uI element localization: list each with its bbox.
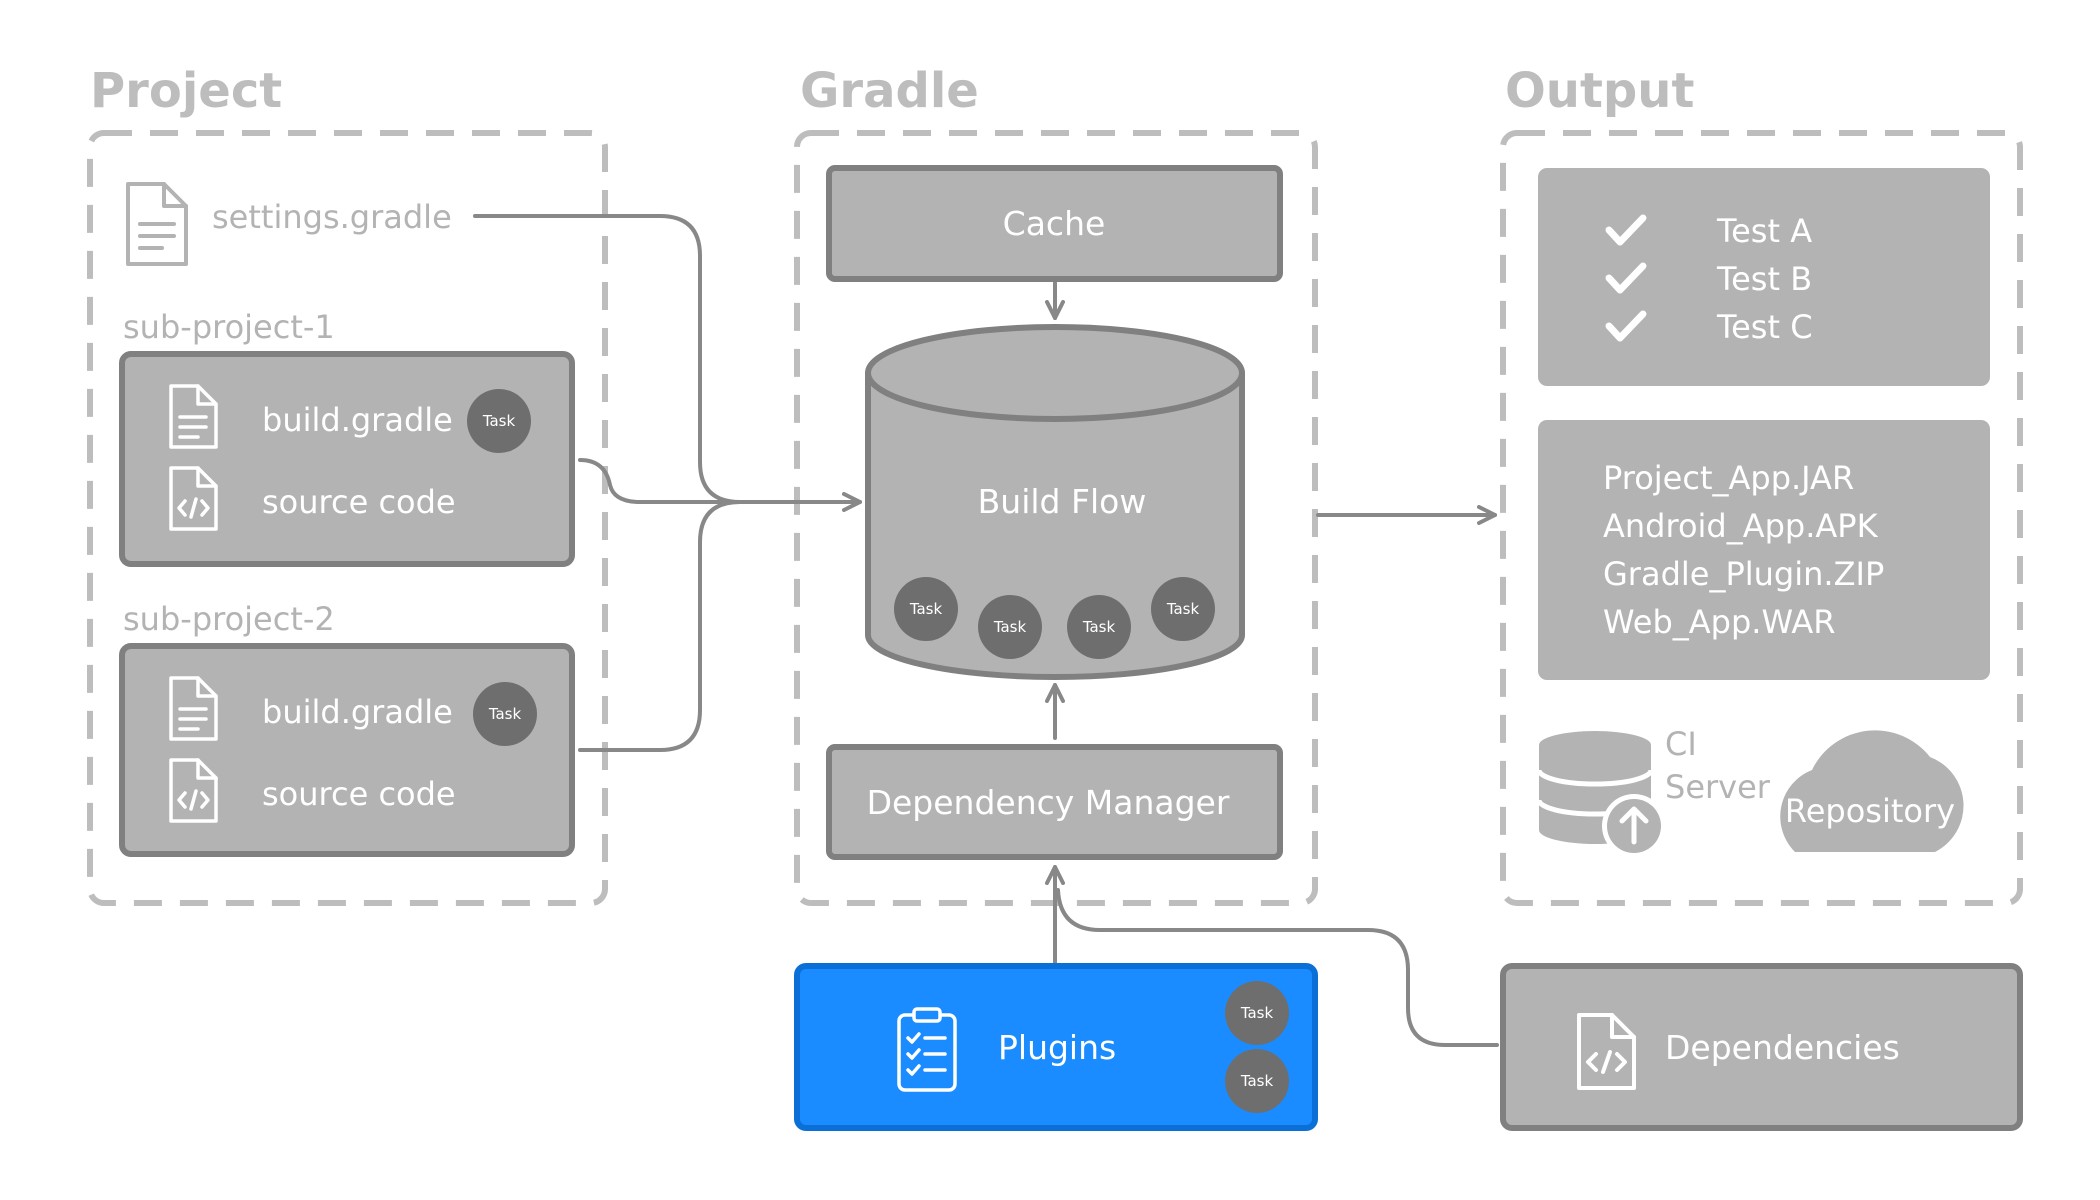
ci-server-label: CI xyxy=(1665,725,1697,763)
ci-server-label: Server xyxy=(1665,768,1771,806)
check-icon xyxy=(1605,310,1647,342)
tests-box xyxy=(1538,168,1990,386)
document-icon xyxy=(169,676,218,741)
check-icon xyxy=(1605,214,1647,246)
repository-label: Repository xyxy=(1785,792,1955,830)
sub-project-2-build-file: build.gradle xyxy=(262,693,453,731)
artifact-item: Web_App.WAR xyxy=(1603,603,1835,641)
code-file-icon xyxy=(169,466,218,531)
task-label: Task xyxy=(993,618,1027,636)
task-label: Task xyxy=(1240,1072,1274,1090)
test-item: Test B xyxy=(1716,260,1812,298)
cache-box xyxy=(826,165,1283,282)
column-title-gradle: Gradle xyxy=(800,63,979,119)
sub-project-2-box xyxy=(119,643,575,857)
project-group xyxy=(87,130,608,906)
document-icon xyxy=(126,182,188,266)
task-circle xyxy=(467,389,531,453)
dependency-manager-label: Dependency Manager xyxy=(867,783,1230,822)
column-title-project: Project xyxy=(90,63,282,119)
sub-project-1-box xyxy=(119,351,575,567)
check-icon xyxy=(1605,262,1647,294)
sub-project-1-build-file: build.gradle xyxy=(262,401,453,439)
sub-project-1-label: sub-project-1 xyxy=(123,308,335,346)
column-title-output: Output xyxy=(1505,63,1694,119)
task-circle xyxy=(1067,595,1131,659)
task-label: Task xyxy=(482,412,516,430)
task-circle xyxy=(978,595,1042,659)
task-label: Task xyxy=(1240,1004,1274,1022)
checklist-icon xyxy=(897,1007,957,1092)
task-circle xyxy=(1225,981,1289,1045)
dependencies-label: Dependencies xyxy=(1665,1028,1900,1067)
task-circle xyxy=(473,682,537,746)
code-file-icon xyxy=(1577,1013,1636,1090)
task-circle xyxy=(894,577,958,641)
task-label: Task xyxy=(1166,600,1200,618)
dependency-manager-box xyxy=(826,744,1283,860)
cloud-icon xyxy=(1780,730,1964,852)
document-icon xyxy=(169,384,218,449)
connector-dependencies xyxy=(1056,888,1499,1047)
database-upload-icon xyxy=(1536,731,1666,858)
connectors xyxy=(473,214,1499,1047)
task-circle xyxy=(1225,1049,1289,1113)
artifacts-box xyxy=(1538,420,1990,680)
test-item: Test A xyxy=(1716,212,1812,250)
sub-project-1-source: source code xyxy=(262,483,456,521)
build-flow-label: Build Flow xyxy=(978,482,1147,521)
output-group xyxy=(1500,130,2023,906)
connector-settings xyxy=(473,214,862,512)
task-label: Task xyxy=(488,705,522,723)
connector-sub-project-1 xyxy=(578,458,742,504)
artifact-item: Android_App.APK xyxy=(1603,507,1879,545)
test-item: Test C xyxy=(1716,308,1813,346)
build-flow-cylinder xyxy=(865,324,1245,680)
task-circle xyxy=(1151,577,1215,641)
plugins-box xyxy=(794,963,1318,1131)
artifact-item: Project_App.JAR xyxy=(1603,459,1854,497)
cache-label: Cache xyxy=(1003,204,1106,243)
task-label: Task xyxy=(909,600,943,618)
code-file-icon xyxy=(169,758,218,823)
settings-gradle-label: settings.gradle xyxy=(212,198,452,236)
sub-project-2-label: sub-project-2 xyxy=(123,600,335,638)
sub-project-2-source: source code xyxy=(262,775,456,813)
plugins-label: Plugins xyxy=(998,1028,1116,1067)
task-label: Task xyxy=(1082,618,1116,636)
connector-sub-project-2 xyxy=(578,500,742,752)
artifact-item: Gradle_Plugin.ZIP xyxy=(1603,555,1884,593)
